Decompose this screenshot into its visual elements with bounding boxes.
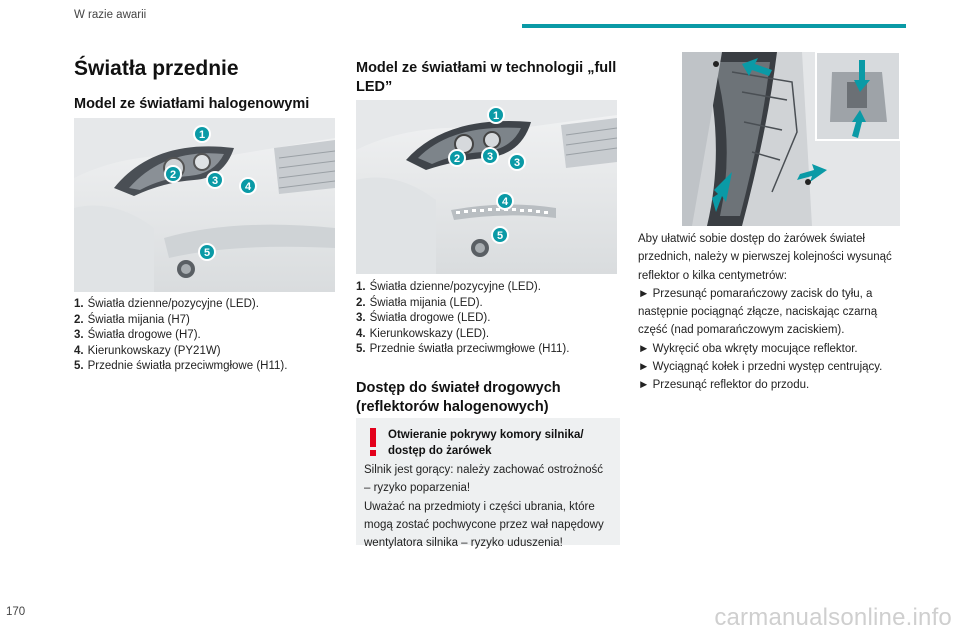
watermark: carmanualsonline.info [714, 604, 952, 631]
halogen-parts-list: 1.Światła dzienne/pozycyjne (LED). 2.Świ… [74, 297, 336, 375]
headlamp-removal-figure [682, 52, 900, 226]
list-item: 2.Światła mijania (H7) [74, 313, 190, 326]
halogen-headlight-figure: 1 2 3 4 5 [74, 118, 335, 292]
instruction-step: ► Wykręcić oba wkręty mocujące reflektor… [638, 342, 858, 355]
list-item: 2.Światła mijania (LED). [356, 296, 483, 309]
page-title: Światła przednie [74, 57, 239, 80]
svg-text:5: 5 [497, 230, 503, 242]
svg-text:3: 3 [212, 175, 218, 187]
callout-badge-2: 2 [164, 165, 182, 183]
halogen-callouts: 1 2 3 4 5 [164, 125, 257, 261]
running-header: W razie awarii [74, 9, 147, 21]
svg-text:2: 2 [170, 169, 176, 181]
warning-box: Otwieranie pokrywy komory silnika/ dostę… [356, 418, 620, 549]
callout-badge-3: 3 [481, 147, 499, 165]
warning-title: Otwieranie pokrywy komory silnika/ dostę… [388, 429, 584, 457]
callout-badge-3: 3 [206, 171, 224, 189]
instruction-step: ► Przesunąć reflektor do przodu. [638, 379, 810, 392]
instructions-block: Aby ułatwić sobie dostęp do żarówek świa… [638, 230, 904, 395]
callout-badge-1: 1 [193, 125, 211, 143]
svg-text:1: 1 [493, 110, 499, 122]
instructions-intro: Aby ułatwić sobie dostęp do żarówek świa… [638, 233, 892, 282]
list-item: 4.Kierunkowskazy (LED). [356, 327, 490, 340]
led-callouts: 1 2 3 3 4 5 [448, 106, 526, 244]
list-item: 4.Kierunkowskazy (PY21W) [74, 344, 221, 357]
list-item: 1.Światła dzienne/pozycyjne (LED). [74, 298, 259, 310]
instruction-step: ► Wyciągnąć kołek i przedni występ centr… [638, 361, 883, 374]
list-item: 3.Światła drogowe (H7). [74, 329, 201, 341]
svg-text:1: 1 [199, 129, 205, 141]
svg-text:4: 4 [502, 196, 509, 208]
callout-badge-1: 1 [487, 106, 505, 124]
instruction-step: ► Przesunąć pomarańczowy zacisk do tyłu,… [638, 287, 878, 337]
svg-text:2: 2 [454, 153, 460, 165]
callout-badge-4: 4 [239, 177, 257, 195]
svg-text:4: 4 [245, 181, 252, 193]
led-headlight-figure: 1 2 3 3 4 5 [356, 100, 617, 274]
halogen-heading: Model ze światłami halogenowymi [74, 96, 310, 112]
callout-badge-2: 2 [448, 149, 466, 167]
access-heading: Dostęp do świateł drogowych (reflektorów… [356, 380, 561, 415]
callout-badge-5: 5 [198, 243, 216, 261]
exclamation-icon [370, 428, 376, 456]
list-item: 5.Przednie światła przeciwmgłowe (H11). [74, 360, 288, 372]
list-item: 5.Przednie światła przeciwmgłowe (H11). [356, 343, 570, 355]
warning-paragraph: Uważać na przedmioty i części ubrania, k… [364, 500, 604, 550]
callout-badge-3b: 3 [508, 153, 526, 171]
list-item: 3.Światła drogowe (LED). [356, 312, 491, 324]
header-accent-bar [522, 24, 906, 28]
callout-badge-5: 5 [491, 226, 509, 244]
warning-body: Silnik jest gorący: należy zachować ostr… [364, 461, 612, 552]
led-parts-list: 1.Światła dzienne/pozycyjne (LED). 2.Świ… [356, 280, 618, 358]
svg-text:5: 5 [204, 247, 210, 259]
callout-badge-4: 4 [496, 192, 514, 210]
svg-text:3: 3 [487, 151, 493, 163]
led-heading: Model ze światłami w technologii „full L… [356, 60, 617, 95]
warning-paragraph: Silnik jest gorący: należy zachować ostr… [364, 464, 604, 495]
page-number: 170 [6, 606, 26, 618]
svg-text:3: 3 [514, 157, 520, 169]
list-item: 1.Światła dzienne/pozycyjne (LED). [356, 281, 541, 293]
